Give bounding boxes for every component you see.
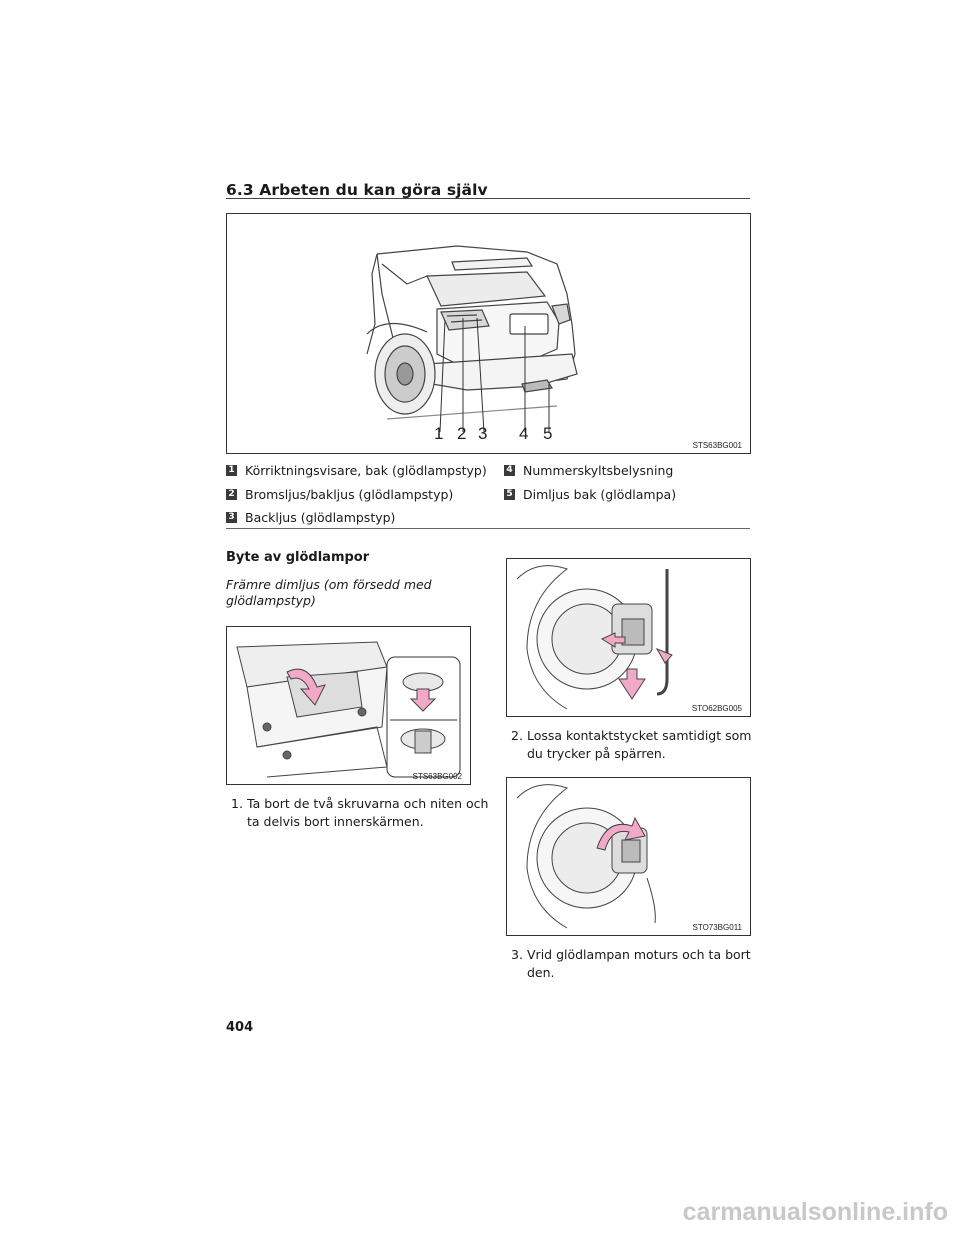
bulb-twist-illustration — [516, 784, 656, 929]
legend-label: Backljus (glödlampstyp) — [245, 510, 396, 525]
legend-number: 2 — [226, 489, 237, 500]
legend-rule — [226, 528, 750, 529]
step-text-line-2: den. — [527, 965, 555, 980]
step-text-line-2: du trycker på spärren. — [527, 746, 666, 761]
callout-2: 2 — [457, 424, 466, 443]
legend-number: 3 — [226, 512, 237, 523]
legend-label: Dimljus bak (glödlampa) — [523, 487, 677, 502]
rear-lights-figure: 1 2 3 4 5 STS63BG001 — [226, 213, 751, 454]
legend-label: Nummerskyltsbelysning — [523, 463, 674, 478]
legend-label: Körriktningsvisare, bak (glödlampstyp) — [245, 463, 487, 478]
step-number: 1. — [231, 796, 243, 811]
subheading-line-1: Främre dimljus (om försedd med — [226, 577, 432, 592]
bulb-twist-figure: STO73BG011 — [506, 777, 751, 936]
figure-code: STS63BG001 — [692, 441, 742, 450]
legend-item-2: 2 Bromsljus/bakljus (glödlampstyp) — [226, 487, 453, 502]
legend-number: 4 — [504, 465, 515, 476]
connector-illustration — [516, 565, 673, 710]
figure-code: STO62BG005 — [691, 704, 742, 713]
header-rule — [226, 198, 750, 199]
step-number: 3. — [511, 947, 523, 962]
page-number: 404 — [226, 1020, 254, 1035]
car-rear-illustration: 1 2 3 4 5 — [366, 245, 578, 443]
legend-number: 1 — [226, 465, 237, 476]
step-text-line-1: Lossa kontaktstycket samtidigt som — [527, 728, 752, 743]
subheading-line-2: glödlampstyp) — [226, 593, 316, 608]
callout-1: 1 — [434, 424, 443, 443]
inner-fender-figure: STS63BG002 — [226, 626, 471, 785]
section-title: 6.3 Arbeten du kan göra själv — [226, 181, 488, 199]
legend-item-4: 4 Nummerskyltsbelysning — [504, 463, 673, 478]
step-text-line-1: Ta bort de två skruvarna och niten och — [247, 796, 489, 811]
watermark: carmanualsonline.info — [682, 1198, 948, 1226]
legend-number: 5 — [504, 489, 515, 500]
section-heading: Byte av glödlampor — [226, 550, 370, 565]
callout-4: 4 — [519, 424, 528, 443]
figure-code: STS63BG002 — [412, 772, 462, 781]
callout-3: 3 — [478, 424, 487, 443]
figure-code: STO73BG011 — [692, 923, 742, 932]
callout-5: 5 — [543, 424, 552, 443]
step-2: 2. Lossa kontaktstycket samtidigt som du … — [511, 727, 751, 763]
step-1: 1. Ta bort de två skruvarna och niten och… — [231, 795, 488, 831]
inner-fender-illustration — [236, 641, 461, 778]
step-text-line-2: ta delvis bort innerskärmen. — [247, 814, 424, 829]
legend-item-3: 3 Backljus (glödlampstyp) — [226, 510, 395, 525]
step-number: 2. — [511, 728, 523, 743]
step-text-line-1: Vrid glödlampan moturs och ta bort — [527, 947, 751, 962]
legend-item-1: 1 Körriktningsvisare, bak (glödlampstyp) — [226, 463, 487, 478]
step-3: 3. Vrid glödlampan moturs och ta bort den… — [511, 946, 751, 982]
connector-figure: STO62BG005 — [506, 558, 751, 717]
legend-item-5: 5 Dimljus bak (glödlampa) — [504, 487, 676, 502]
legend-label: Bromsljus/bakljus (glödlampstyp) — [245, 487, 454, 502]
